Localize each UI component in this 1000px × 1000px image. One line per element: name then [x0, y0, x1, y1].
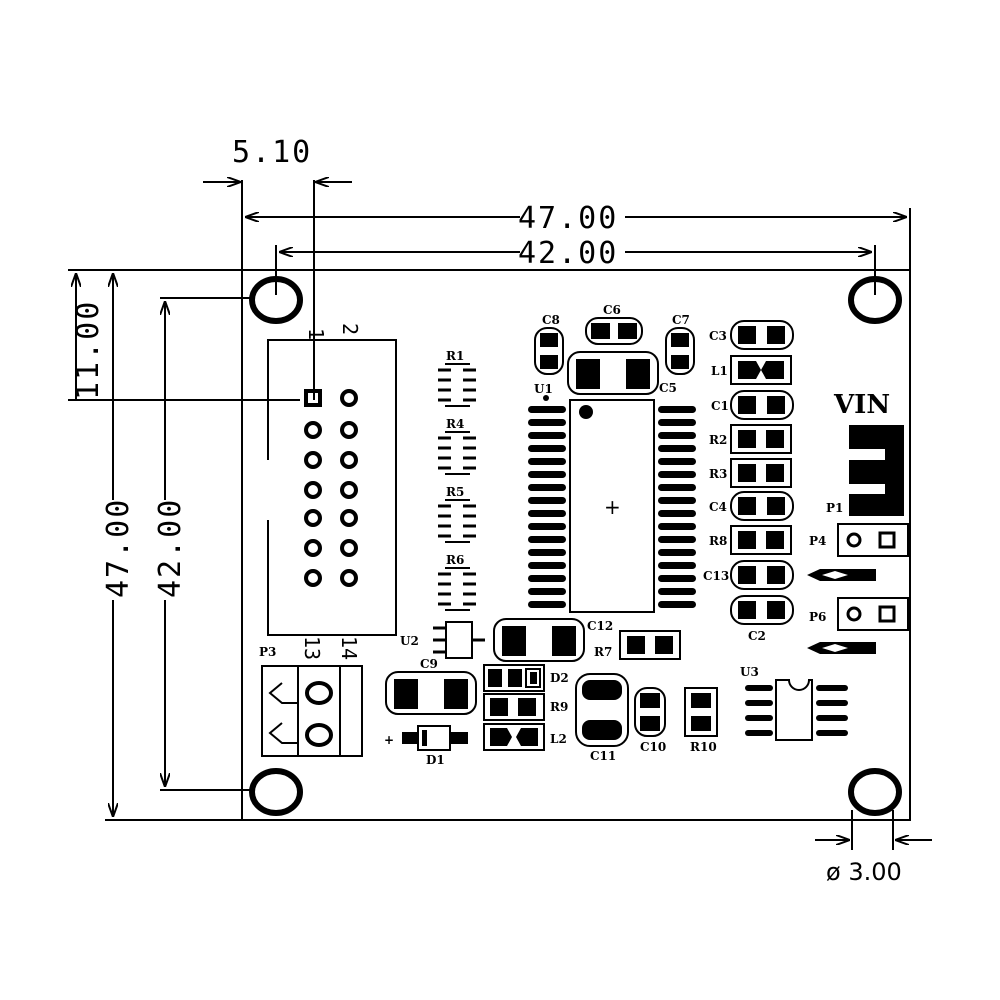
label-d1: D1	[426, 753, 445, 767]
capacitor-c10	[634, 687, 666, 737]
inductor-l2	[483, 723, 545, 751]
label-p6: P6	[809, 610, 826, 624]
trace-arrow-1-notch	[822, 571, 848, 579]
label-c11: C11	[590, 749, 616, 763]
resistor-array-r6	[438, 567, 476, 611]
label-r4: R4	[446, 417, 464, 431]
regulator-u2	[433, 621, 485, 659]
label-c10: C10	[640, 740, 666, 754]
right-passives-column	[730, 320, 794, 625]
capacitor-c9	[385, 671, 477, 715]
label-u3: U3	[740, 665, 759, 679]
connector-p4	[837, 523, 909, 557]
label-p4: P4	[809, 534, 826, 548]
label-c13: C13	[703, 569, 729, 583]
label-vin: VIN	[833, 390, 890, 420]
capacitors-top	[534, 317, 695, 395]
ic-u1	[528, 395, 696, 613]
label-r5: R5	[446, 485, 464, 499]
ic-u3	[745, 679, 848, 741]
label-l1: L1	[711, 364, 728, 378]
mounting-holes	[249, 276, 902, 816]
label-c4: C4	[709, 500, 727, 514]
connector-p1	[849, 425, 904, 516]
dim-hole-spacing-width: 42.00	[518, 236, 618, 271]
header-pin-14-label: 14	[337, 636, 361, 660]
capacitor-c12	[493, 618, 585, 662]
label-r7: R7	[594, 645, 612, 659]
label-d2: D2	[550, 671, 569, 685]
resistor-arrays	[438, 363, 476, 611]
label-c3: C3	[709, 329, 727, 343]
terminal-block-p3	[261, 665, 363, 757]
label-c12: C12	[587, 619, 613, 633]
label-u2: U2	[400, 634, 419, 648]
label-c8: C8	[542, 313, 560, 327]
resistor-array-r5	[438, 499, 476, 543]
label-r3: R3	[709, 467, 727, 481]
dim-left-offset: 11.00	[71, 300, 106, 400]
header-pin-2-label: 2	[338, 323, 362, 335]
resistor-r10	[684, 687, 718, 737]
dim-overall-height: 47.00	[101, 498, 136, 598]
label-u1: U1	[534, 382, 553, 396]
dim-hole-spacing-height: 42.00	[153, 498, 188, 598]
header-pin-13-label: 13	[300, 636, 324, 660]
pin-header	[267, 339, 397, 636]
ic-u1-center-mark: +	[604, 495, 621, 519]
resistor-r7	[619, 630, 681, 660]
mounting-hole-top-right	[848, 276, 902, 324]
board-outline	[241, 269, 911, 821]
pin-1-square-pad	[304, 389, 322, 407]
label-r9: R9	[550, 700, 568, 714]
resistor-array-r4	[438, 431, 476, 475]
mounting-hole-top-left	[249, 276, 303, 324]
dimension-lines	[68, 180, 932, 850]
label-l2: L2	[550, 732, 567, 746]
label-c9: C9	[420, 657, 438, 671]
dim-top-offset: 5.10	[232, 135, 312, 170]
label-r8: R8	[709, 534, 727, 548]
diode-d2	[483, 664, 545, 692]
mounting-hole-bottom-right	[848, 768, 902, 816]
label-r10: R10	[690, 740, 717, 754]
label-p1: P1	[826, 501, 843, 515]
resistor-array-r1	[438, 363, 476, 407]
trace-arrow-2-notch	[822, 644, 848, 652]
diode-d1	[402, 725, 468, 751]
mounting-hole-bottom-left	[249, 768, 303, 816]
label-c6: C6	[603, 303, 621, 317]
label-p3: P3	[259, 645, 276, 659]
label-c1: C1	[711, 399, 729, 413]
header-pin-1-label: 1	[304, 328, 328, 340]
label-c2: C2	[748, 629, 766, 643]
dim-overall-width: 47.00	[518, 201, 618, 236]
dim-hole-diameter: ø 3.00	[826, 858, 902, 886]
capacitor-c11	[575, 673, 629, 747]
label-r1: R1	[446, 349, 464, 363]
label-r6: R6	[446, 553, 464, 567]
label-r2: R2	[709, 433, 727, 447]
resistor-r9	[483, 693, 545, 721]
connector-p6	[837, 597, 909, 631]
label-c5: C5	[659, 381, 677, 395]
label-c7: C7	[672, 313, 690, 327]
diode-d1-polarity: +	[384, 733, 394, 747]
